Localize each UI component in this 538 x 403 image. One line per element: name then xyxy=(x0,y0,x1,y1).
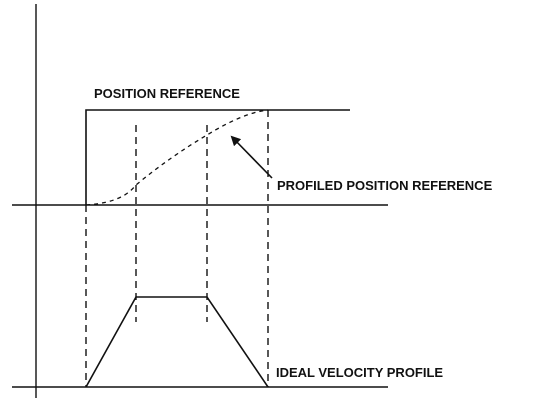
profiled-position-reference-label: PROFILED POSITION REFERENCE xyxy=(277,178,493,193)
ideal-velocity-profile-label: IDEAL VELOCITY PROFILE xyxy=(276,365,443,380)
position-reference-step xyxy=(85,109,350,205)
position-reference-label: POSITION REFERENCE xyxy=(94,86,240,101)
profiled-position-curve xyxy=(85,109,269,206)
profiled-curve-arrow xyxy=(230,135,273,179)
velocity-profile-trapezoid xyxy=(85,296,269,388)
